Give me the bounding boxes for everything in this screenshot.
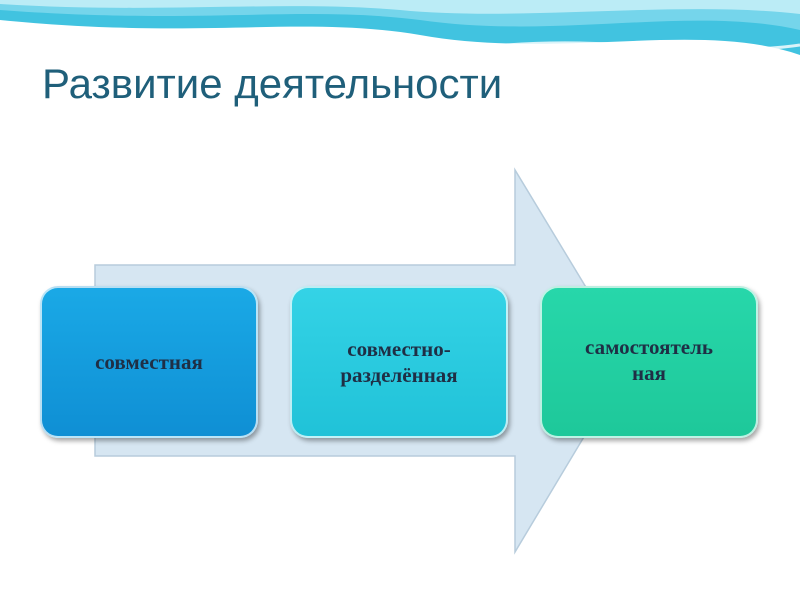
step-label-joint: совместная <box>87 349 211 375</box>
step-label-joint-distributed-line1: совместно- <box>332 336 465 362</box>
step-label-independent-line2: ная <box>577 360 721 386</box>
step-box-joint: совместная <box>40 286 258 438</box>
slide-title: Развитие деятельности <box>42 60 502 108</box>
step-box-independent: самостоятель ная <box>540 286 758 438</box>
step-label-joint-distributed-line2: разделённая <box>332 362 465 388</box>
step-box-joint-distributed: совместно- разделённая <box>290 286 508 438</box>
step-label-independent-line1: самостоятель <box>577 334 721 360</box>
